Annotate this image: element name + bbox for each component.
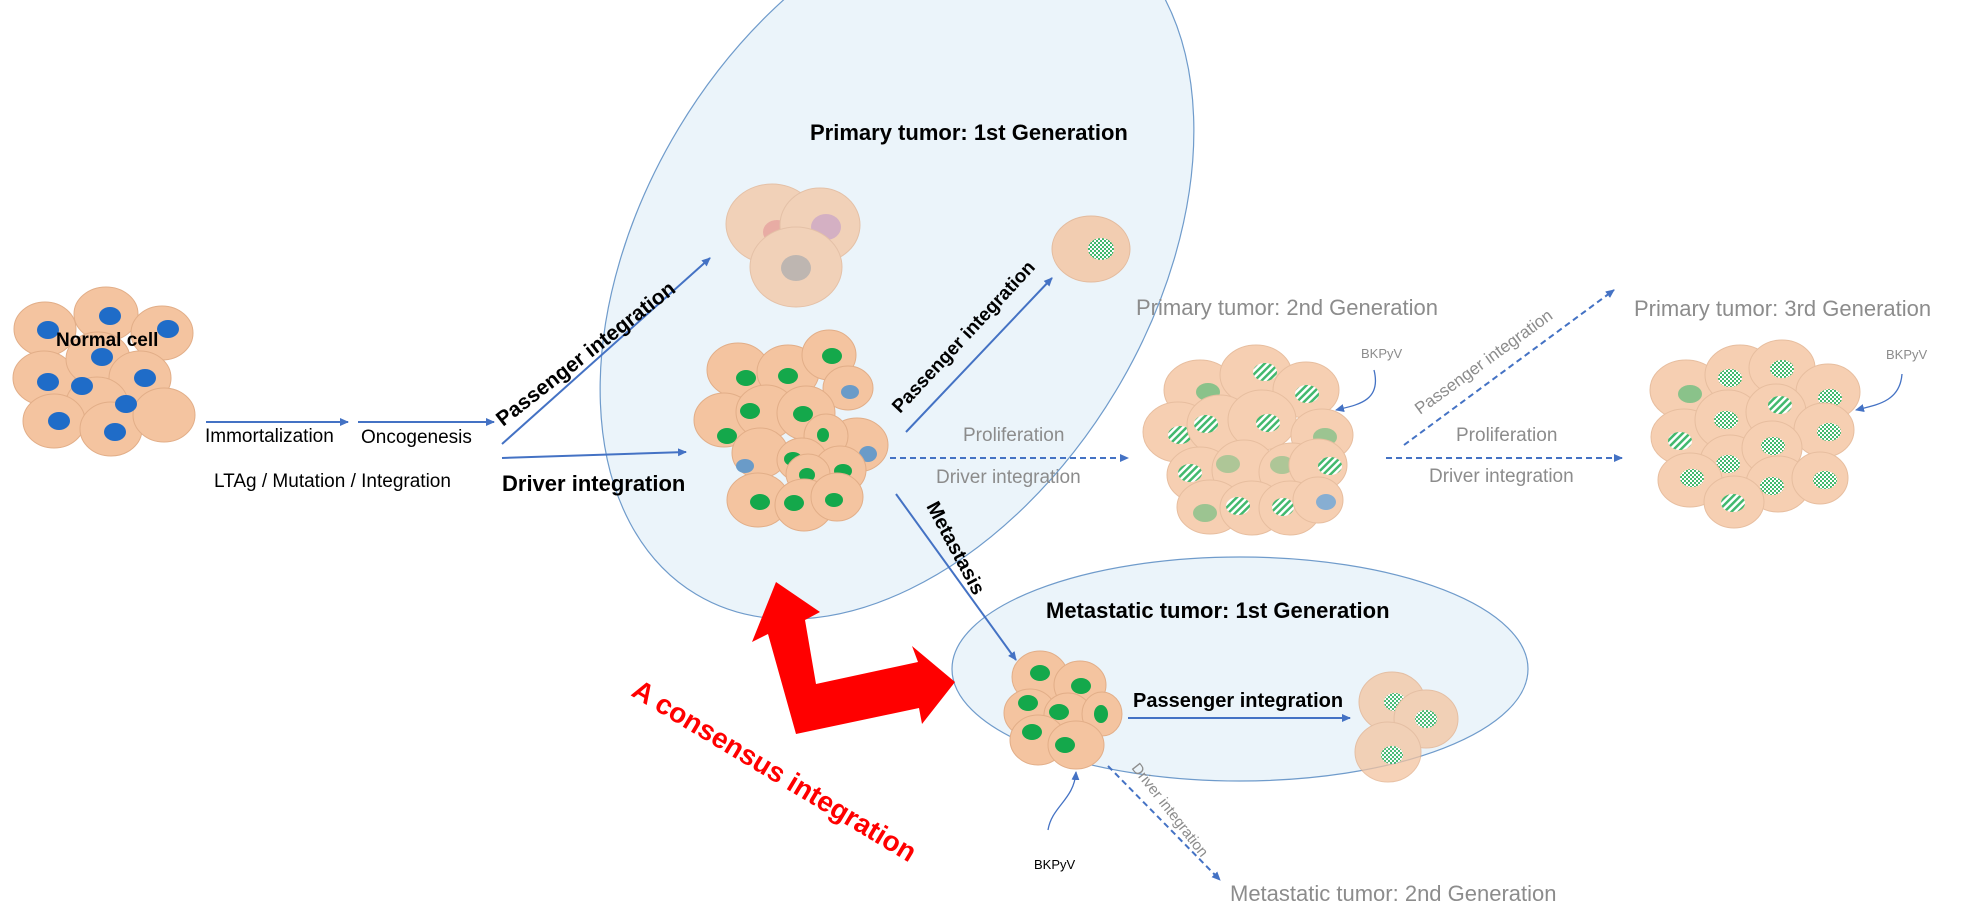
driver-integration-1-label: Driver integration [936,467,1081,488]
immortalization-label: Immortalization [205,426,334,447]
primary-gen3-cluster [1649,339,1861,529]
primary-gen2-cluster [1142,344,1354,536]
driver-integration-main-label: Driver integration [502,471,685,496]
ltag-label: LTAg / Mutation / Integration [214,471,451,492]
normal-cell-label: Normal cell [56,330,158,351]
passenger-cell-inner [1051,215,1131,283]
proliferation-2-label: Proliferation [1456,425,1557,446]
driver-integration-2-label: Driver integration [1429,466,1574,487]
bkpyv-pointer-3 [1047,771,1080,831]
oncogenesis-label: Oncogenesis [361,427,472,448]
bkpyv-pointer-2 [1855,373,1903,412]
bkpyv-1-label: BKPyV [1361,346,1403,361]
arrow-passenger-main [501,257,711,445]
arrow-passenger-gen2 [1403,289,1615,446]
bkpyv-pointer-1 [1335,369,1377,412]
metastatic-passenger-cells [1354,671,1459,783]
metastatic-gen1-cluster [1003,650,1123,770]
metastatic-gen2-title: Metastatic tumor: 2nd Generation [1230,881,1557,904]
arrows [206,257,1903,881]
primary-gen1-cluster [693,329,889,532]
passenger-cells-top [725,183,861,308]
passenger-integration-gen2-label: Passenger integration [1411,306,1556,419]
primary-gen3-title: Primary tumor: 3rd Generation [1634,296,1931,321]
proliferation-1-label: Proliferation [963,425,1064,446]
arrow-driver-meta [1107,765,1221,881]
passenger-integration-meta-label: Passenger integration [1133,690,1343,712]
arrow-driver-main [501,448,687,459]
arrow-passenger-inner [905,277,1053,433]
primary-gen2-title: Primary tumor: 2nd Generation [1136,295,1438,320]
bkpyv-3-label: BKPyV [1034,857,1076,872]
primary-gen1-title: Primary tumor: 1st Generation [810,120,1128,145]
consensus-double-arrow [752,582,955,734]
bkpyv-2-label: BKPyV [1886,347,1928,362]
arrow-metastasis [895,493,1017,661]
normal-cell-cluster [12,286,196,457]
metastatic-gen1-title: Metastatic tumor: 1st Generation [1046,598,1390,623]
